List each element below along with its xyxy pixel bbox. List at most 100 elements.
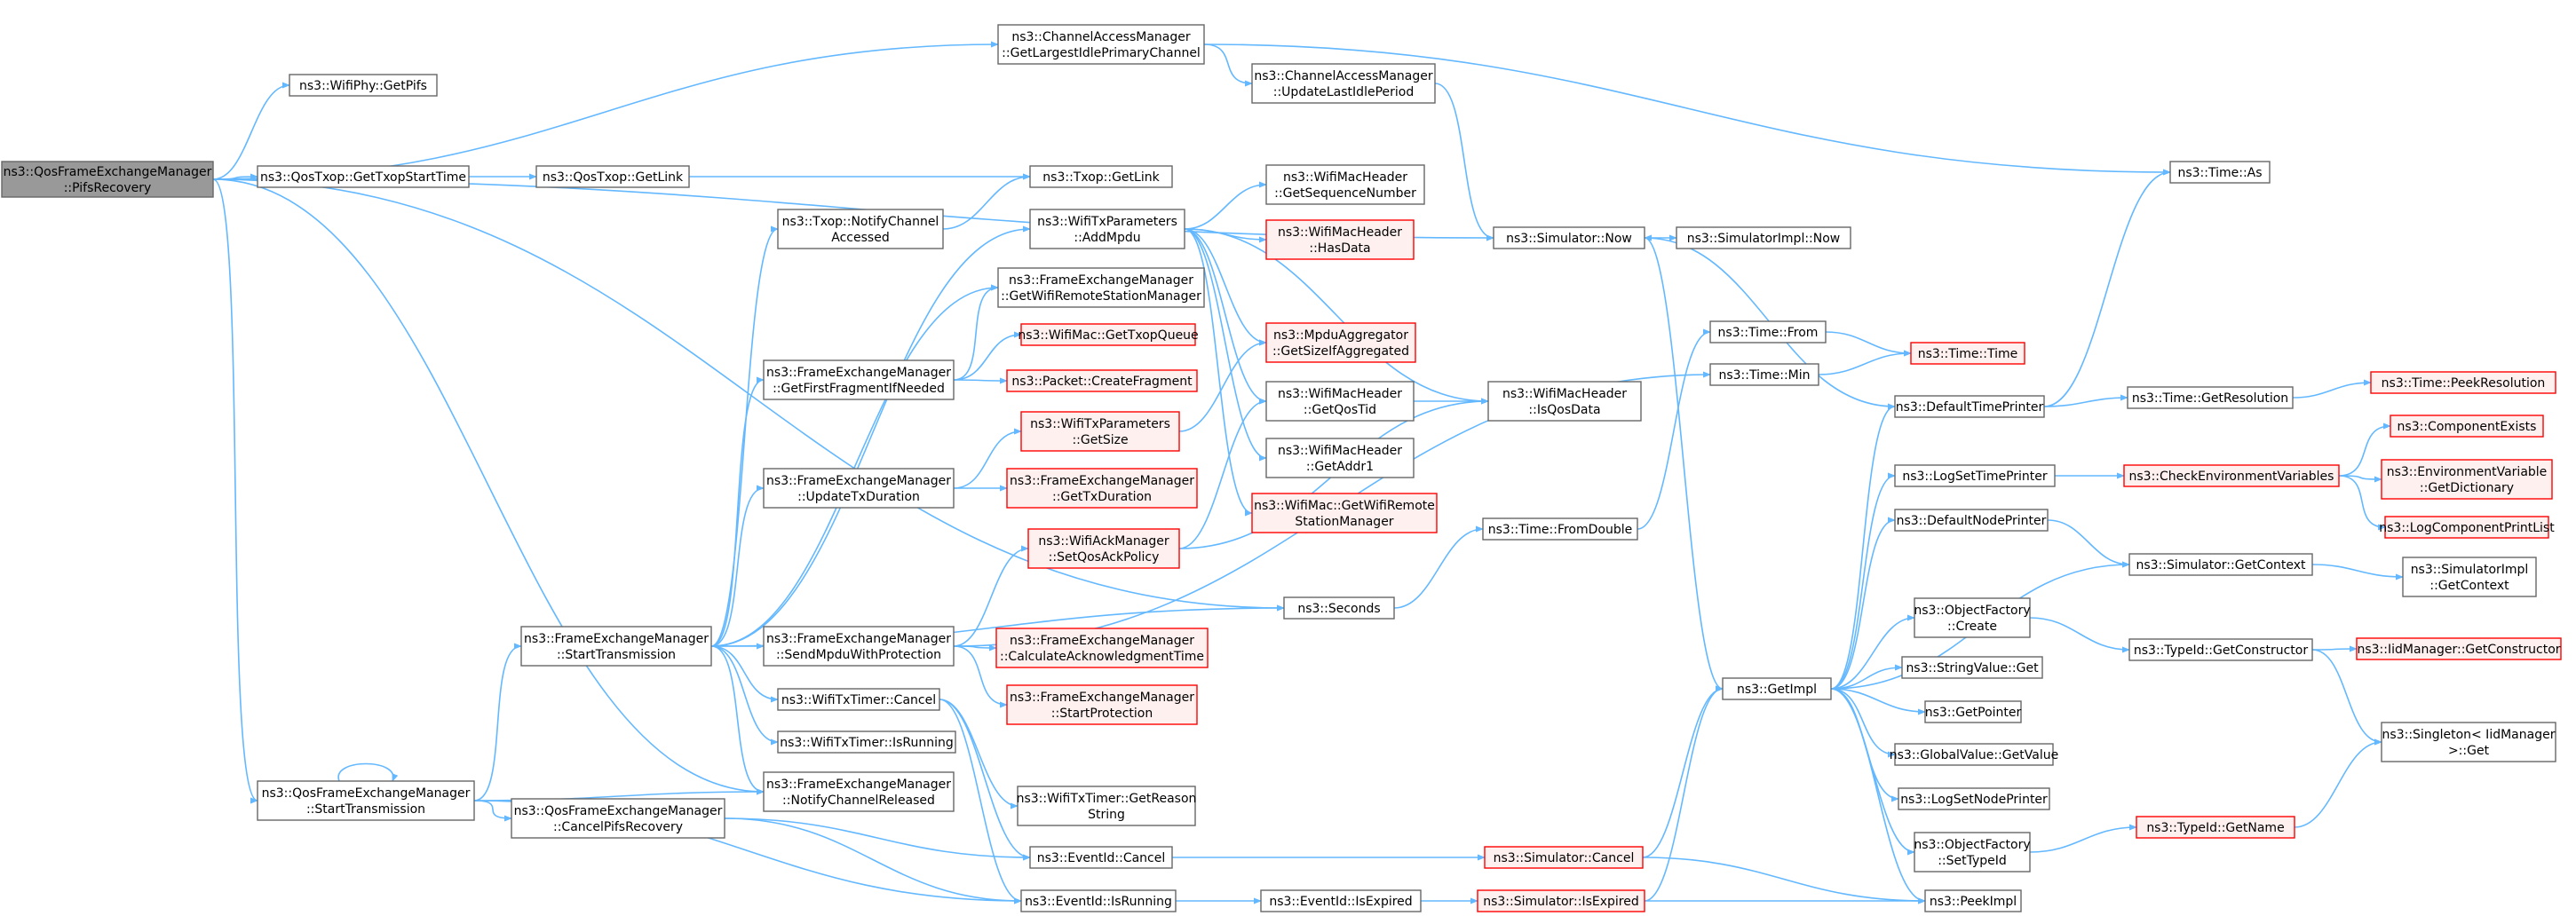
node-label: ns3::ComponentExists <box>2398 420 2537 434</box>
node-isqosdata[interactable]: ns3::WifiMacHeader::IsQosData <box>1487 381 1642 422</box>
node-box <box>2390 415 2544 438</box>
node-singleton[interactable]: ns3::Singleton< IidManager>::Get <box>2381 722 2556 762</box>
node-root[interactable]: ns3::QosFrameExchangeManager::PifsRecove… <box>1 161 214 198</box>
node-qfem_cancelpifs[interactable]: ns3::QosFrameExchangeManager::CancelPifs… <box>511 798 725 839</box>
node-createfrag[interactable]: ns3::Packet::CreateFragment <box>1006 369 1198 392</box>
node-cam_largest[interactable]: ns3::ChannelAccessManager::GetLargestIdl… <box>997 24 1205 65</box>
node-getqostid[interactable]: ns3::WifiMacHeader::GetQosTid <box>1265 381 1415 422</box>
node-fem_notifyrel[interactable]: ns3::FrameExchangeManager::NotifyChannel… <box>763 771 955 812</box>
node-txtimer_cancel[interactable]: ns3::WifiTxTimer::Cancel <box>777 688 940 711</box>
edge-getimpl-to-logsettime <box>1830 472 1896 690</box>
node-cam_update[interactable]: ns3::ChannelAccessManager::UpdateLastIdl… <box>1251 63 1436 104</box>
node-globalvalue[interactable]: ns3::GlobalValue::GetValue <box>1890 743 2058 766</box>
node-of_settypeid[interactable]: ns3::ObjectFactory::SetTypeId <box>1914 832 2031 873</box>
node-getaddr1[interactable]: ns3::WifiMacHeader::GetAddr1 <box>1265 438 1415 478</box>
node-eventid_cancel[interactable]: ns3::EventId::Cancel <box>1029 846 1173 869</box>
node-box <box>520 626 712 667</box>
node-seconds[interactable]: ns3::Seconds <box>1283 596 1395 620</box>
node-wifiphy_pifs[interactable]: ns3::WifiPhy::GetPifs <box>289 74 438 97</box>
node-sim_isexpired[interactable]: ns3::Simulator::IsExpired <box>1477 889 1645 912</box>
node-eventid_isexpired[interactable]: ns3::EventId::IsExpired <box>1260 889 1422 912</box>
node-eventid_isrunning[interactable]: ns3::EventId::IsRunning <box>1020 889 1177 912</box>
node-label: ::PifsRecovery <box>64 181 152 195</box>
node-label: ns3::WifiMacHeader <box>1283 170 1407 185</box>
node-peekimpl[interactable]: ns3::PeekImpl <box>1924 889 2022 912</box>
node-label: ns3::MpduAggregator <box>1273 328 1408 343</box>
node-fem_startprot[interactable]: ns3::FrameExchangeManager::StartProtecti… <box>1006 684 1198 725</box>
edge-getimpl-to-peekimpl <box>1830 688 1926 904</box>
node-sim_getctx[interactable]: ns3::Simulator::GetContext <box>2128 553 2313 576</box>
node-label: ns3::LogSetTimePrinter <box>1902 470 2048 484</box>
node-box <box>1017 786 1196 826</box>
node-box <box>2123 464 2340 487</box>
node-qtx_start[interactable]: ns3::QosTxop::GetTxopStartTime <box>257 165 470 188</box>
node-time_from[interactable]: ns3::Time::From <box>1709 320 1827 344</box>
node-defnodeprinter[interactable]: ns3::DefaultNodePrinter <box>1894 509 2049 532</box>
node-logcomplist[interactable]: ns3::LogComponentPrintList <box>2379 516 2555 539</box>
node-stringvalue[interactable]: ns3::StringValue::Get <box>1901 656 2043 679</box>
edge-fem_starttx-to-fem_rsm <box>710 284 999 647</box>
node-logsetnode[interactable]: ns3::LogSetNodePrinter <box>1898 787 2050 810</box>
node-simimpl_getctx[interactable]: ns3::SimulatorImpl::GetContext <box>2402 557 2537 597</box>
node-seqnum[interactable]: ns3::WifiMacHeader::GetSequenceNumber <box>1265 164 1425 205</box>
node-peekres[interactable]: ns3::Time::PeekResolution <box>2370 371 2556 394</box>
node-iid_getctor[interactable]: ns3::IidManager::GetConstructor <box>2356 637 2562 660</box>
node-hasdata[interactable]: ns3::WifiMacHeader::HasData <box>1265 219 1415 260</box>
node-mac_rsm[interactable]: ns3::WifiMac::GetWifiRemoteStationManage… <box>1251 493 1438 533</box>
node-box <box>1477 889 1645 912</box>
node-typeid_getctor[interactable]: ns3::TypeId::GetConstructor <box>2128 638 2313 661</box>
node-txp_getsize[interactable]: ns3::WifiTxParameters::GetSize <box>1020 411 1180 452</box>
node-compexists[interactable]: ns3::ComponentExists <box>2390 415 2544 438</box>
node-logsettime[interactable]: ns3::LogSetTimePrinter <box>1894 464 2056 487</box>
node-label: ns3::DefaultTimePrinter <box>1896 400 2044 415</box>
node-txtimer_isrunning[interactable]: ns3::WifiTxTimer::IsRunning <box>777 730 956 754</box>
node-label: ns3::SimulatorImpl::Now <box>1687 232 1841 246</box>
node-time_as[interactable]: ns3::Time::As <box>2169 161 2271 184</box>
node-fem_sendmpdu[interactable]: ns3::FrameExchangeManager::SendMpduWithP… <box>763 626 955 667</box>
node-addmpdu[interactable]: ns3::WifiTxParameters::AddMpdu <box>1029 209 1185 249</box>
node-txop_link[interactable]: ns3::Txop::GetLink <box>1029 165 1173 188</box>
node-label: ns3::QosFrameExchangeManager <box>514 804 723 818</box>
node-getimpl[interactable]: ns3::GetImpl <box>1722 677 1832 700</box>
node-fem_rsm[interactable]: ns3::FrameExchangeManager::GetWifiRemote… <box>997 267 1205 308</box>
node-envgetdict[interactable]: ns3::EnvironmentVariable::GetDictionary <box>2381 459 2553 500</box>
node-sim_now[interactable]: ns3::Simulator::Now <box>1493 226 1645 249</box>
node-label: ns3::FrameExchangeManager <box>766 632 951 646</box>
node-label: ns3::PeekImpl <box>1930 895 2017 909</box>
node-deftimeprinter[interactable]: ns3::DefaultTimePrinter <box>1894 395 2045 418</box>
node-fem_gettxdur[interactable]: ns3::FrameExchangeManager::GetTxDuration <box>1006 468 1198 509</box>
node-label: ns3::WifiTxTimer::Cancel <box>781 693 936 707</box>
node-of_create[interactable]: ns3::ObjectFactory::Create <box>1914 597 2031 638</box>
node-time_min[interactable]: ns3::Time::Min <box>1709 363 1819 386</box>
node-qfem_starttx[interactable]: ns3::QosFrameExchangeManager::StartTrans… <box>257 780 475 821</box>
node-checkenv[interactable]: ns3::CheckEnvironmentVariables <box>2123 464 2340 487</box>
node-label: ns3::Seconds <box>1297 602 1380 616</box>
node-txopqueue[interactable]: ns3::WifiMac::GetTxopQueue <box>1018 323 1199 346</box>
node-fem_firstfrag[interactable]: ns3::FrameExchangeManager::GetFirstFragm… <box>763 359 955 400</box>
node-box <box>1029 165 1173 188</box>
node-fromdouble[interactable]: ns3::Time::FromDouble <box>1482 517 1638 541</box>
node-fem_starttx[interactable]: ns3::FrameExchangeManager::StartTransmis… <box>520 626 712 667</box>
node-box <box>1265 219 1415 260</box>
node-label: ns3::EnvironmentVariable <box>2387 465 2548 479</box>
edge-qfem_starttx-to-fem_starttx <box>473 643 522 802</box>
node-time_time[interactable]: ns3::Time::Time <box>1910 342 2025 365</box>
node-box <box>1709 363 1819 386</box>
node-ackmgr[interactable]: ns3::WifiAckManager::SetQosAckPolicy <box>1027 528 1180 569</box>
node-sim_cancel[interactable]: ns3::Simulator::Cancel <box>1484 846 1644 869</box>
node-fem_updatetx[interactable]: ns3::FrameExchangeManager::UpdateTxDurat… <box>763 468 955 509</box>
node-getres[interactable]: ns3::Time::GetResolution <box>2127 386 2294 409</box>
node-mpduagg[interactable]: ns3::MpduAggregator::GetSizeIfAggregated <box>1265 322 1416 363</box>
edge-time_min-to-time_time <box>1818 350 1912 375</box>
node-qtx_link[interactable]: ns3::QosTxop::GetLink <box>535 165 690 188</box>
node-fem_calcack[interactable]: ns3::FrameExchangeManager::CalculateAckn… <box>995 628 1209 668</box>
node-typeid_getname[interactable]: ns3::TypeId::GetName <box>2136 816 2295 839</box>
node-label: ns3::FrameExchangeManager <box>1009 273 1193 288</box>
node-simimpl_now[interactable]: ns3::SimulatorImpl::Now <box>1676 226 1851 249</box>
node-getpointer[interactable]: ns3::GetPointer <box>1924 700 2022 723</box>
node-box <box>763 468 955 509</box>
node-label: ::GetDictionary <box>2420 481 2514 495</box>
